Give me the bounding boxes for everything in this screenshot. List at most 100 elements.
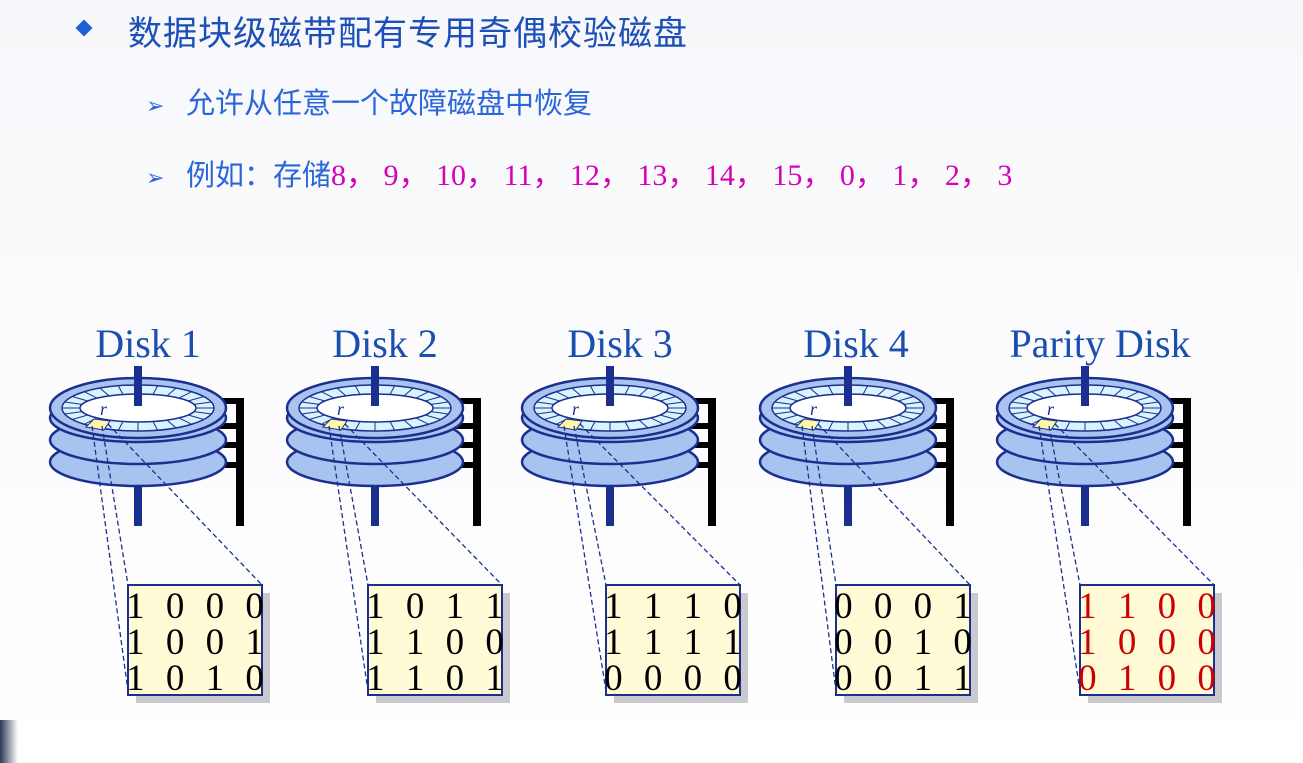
sector-tick — [117, 385, 124, 395]
sector-tick — [72, 414, 88, 420]
disk-label: Disk 3 — [567, 321, 673, 366]
sector-tick — [301, 401, 320, 405]
block-sequence: 8， 9， 10， 11， 12， 13， 14， 15， 0， 1， 2， 3 — [331, 159, 1013, 192]
sector-tick — [188, 414, 204, 420]
sector-tick — [888, 391, 902, 399]
sector-tick — [1019, 396, 1035, 402]
sector-tick — [544, 414, 560, 420]
sector-tick — [64, 411, 83, 415]
disk-label: Disk 4 — [803, 321, 909, 366]
sector-tick — [425, 396, 441, 402]
leader-line — [1054, 423, 1215, 586]
sector-tick — [1064, 421, 1071, 431]
bullet-point-recovery: ➢ 允许从任意一个故障磁盘中恢复 — [146, 80, 592, 122]
edge-shadow — [0, 720, 18, 763]
sector-tick — [1011, 411, 1030, 415]
bit-row: 1 1 1 1 — [604, 622, 748, 663]
bullet-point-example: ➢例如：存储8， 9， 10， 11， 12， 13， 14， 15， 0， 1… — [146, 150, 1012, 194]
head-arm — [1153, 423, 1191, 429]
leader-line — [563, 425, 607, 692]
sector-tick — [178, 417, 192, 425]
sector-tick — [117, 421, 124, 431]
sector-tick — [862, 421, 869, 431]
sector-tick — [354, 421, 361, 431]
sector-tick — [193, 411, 212, 415]
sector-tick — [389, 385, 396, 395]
leader-line — [328, 425, 369, 692]
sector-tick — [309, 414, 325, 420]
slide-title: 数据块级磁带配有专用奇偶校验磁盘 — [128, 14, 688, 54]
sector-tick — [638, 419, 649, 429]
sector-tick — [64, 401, 83, 405]
sector-tick — [1099, 421, 1106, 431]
sector-tick — [99, 387, 110, 397]
sector-tick — [1135, 396, 1151, 402]
leader-line — [579, 423, 741, 586]
sector-tick — [624, 385, 631, 395]
sector-tick — [1031, 391, 1045, 399]
head-arm — [443, 423, 481, 429]
spindle-top — [1081, 366, 1089, 406]
sector-tick — [354, 385, 361, 395]
sector-tick — [1140, 411, 1159, 415]
sector-tick — [1019, 414, 1035, 420]
leader-line — [811, 425, 837, 586]
bit-box — [835, 584, 971, 696]
head-arm — [206, 423, 244, 429]
sector-tick — [309, 396, 325, 402]
bit-row: 1 0 0 1 — [126, 622, 270, 663]
disk-group-2: Disk 2r1 0 1 11 1 0 01 1 0 1 — [285, 321, 510, 703]
sector-tick — [638, 387, 649, 397]
sector-tick — [876, 387, 887, 397]
sector-tick — [415, 417, 429, 425]
sector-tick — [1125, 417, 1139, 425]
sector-tick — [415, 391, 429, 399]
sector-tick — [166, 419, 177, 429]
leader-line — [801, 425, 837, 692]
sector-tick — [589, 421, 596, 431]
bit-row: 0 1 0 0 — [1078, 658, 1222, 699]
sector-letter: r — [1047, 399, 1055, 419]
sector-tick — [544, 396, 560, 402]
bit-row: 0 0 1 0 — [834, 622, 978, 663]
sector-tick — [898, 396, 914, 402]
sector-tick — [389, 421, 396, 431]
leader-line — [344, 423, 503, 586]
sector-tick — [903, 411, 922, 415]
sector-tick — [403, 419, 414, 429]
disk-group-3: Disk 3r1 1 1 01 1 1 10 0 0 0 — [520, 321, 748, 703]
sector-tick — [1125, 391, 1139, 399]
sector-tick — [403, 387, 414, 397]
leader-line — [338, 425, 369, 586]
disk-label: Parity Disk — [1009, 321, 1190, 366]
sector-tick — [876, 419, 887, 429]
arrow-bullet-icon: ➢ — [146, 94, 165, 119]
disk-group-5: Parity Disk r 1 1 0 01 0 0 00 1 0 0 — [995, 321, 1222, 703]
sector-tick — [166, 387, 177, 397]
spindle-top — [606, 366, 614, 406]
sector-tick — [827, 385, 834, 395]
sector-tick — [774, 411, 793, 415]
head-arm — [916, 423, 954, 429]
sector-tick — [84, 391, 98, 399]
sector-tick — [72, 396, 88, 402]
sector-tick — [425, 414, 441, 420]
sector-tick — [336, 387, 347, 397]
sector-tick — [430, 401, 449, 405]
leader-line — [573, 425, 607, 586]
bit-row: 1 1 0 0 — [1078, 586, 1222, 627]
example-prefix: 例如：存储 — [186, 158, 332, 192]
bit-row: 1 0 0 0 — [126, 586, 270, 627]
bit-box — [127, 584, 263, 696]
sector-tick — [794, 391, 808, 399]
bit-row: 0 0 0 0 — [604, 658, 748, 699]
sector-tick — [589, 385, 596, 395]
disk-label: Disk 2 — [332, 321, 438, 366]
recovery-text: 允许从任意一个故障磁盘中恢复 — [186, 86, 593, 120]
sector-tick — [188, 396, 204, 402]
sector-tick — [430, 411, 449, 415]
sector-tick — [1011, 401, 1030, 405]
bit-row: 1 0 1 1 — [366, 586, 510, 627]
bit-row: 1 0 0 0 — [1078, 622, 1222, 663]
